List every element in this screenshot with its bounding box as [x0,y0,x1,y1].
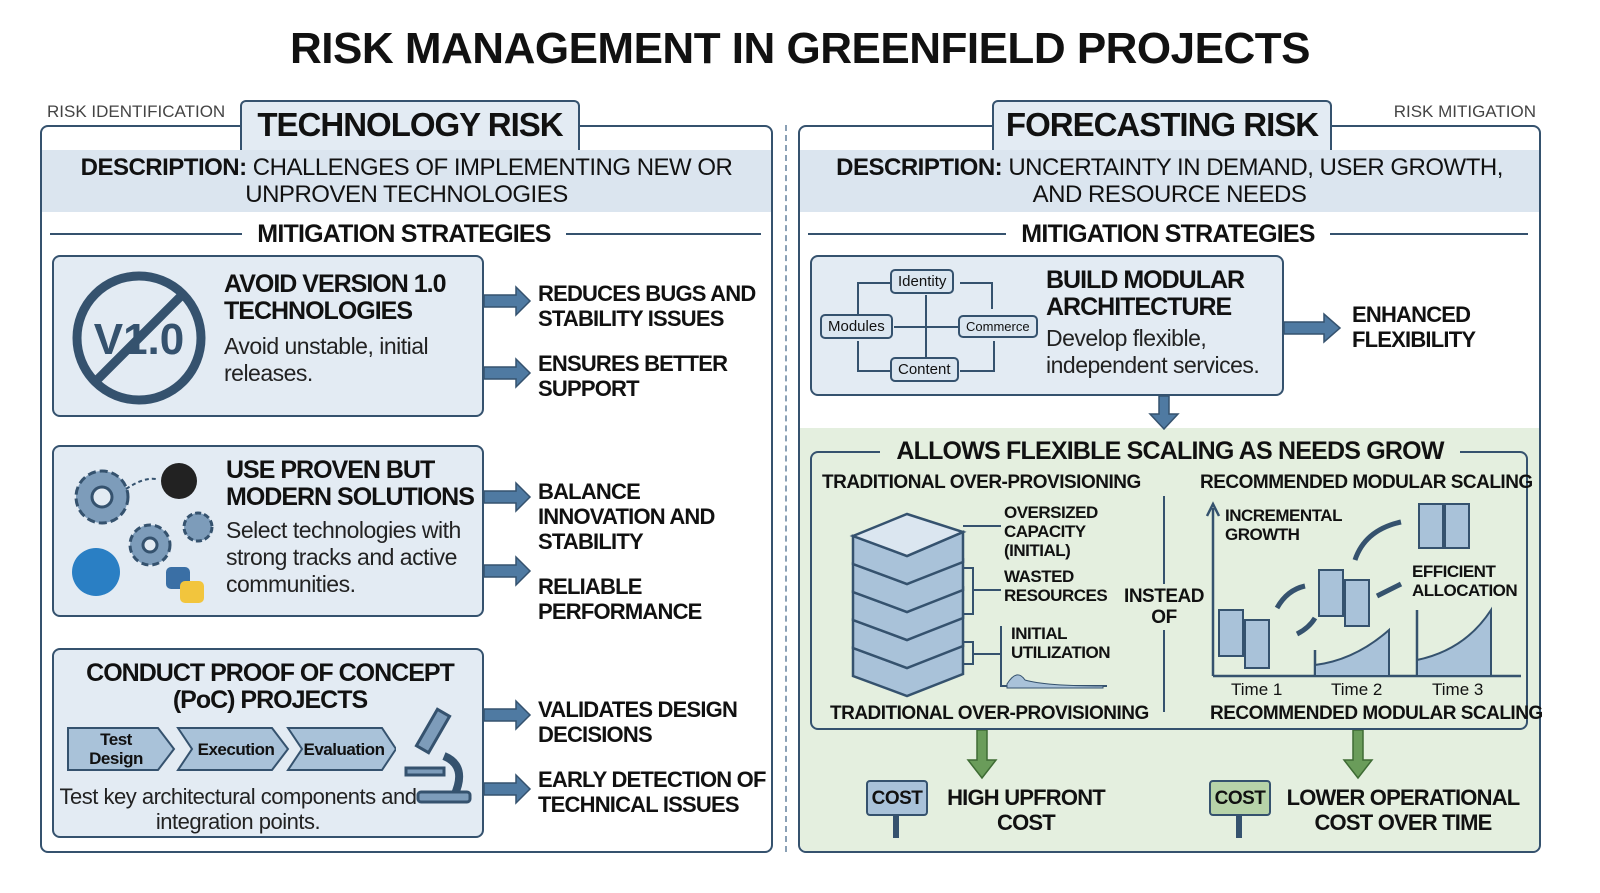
step-evaluation: Evaluation [303,740,385,759]
result-group: BALANCE INNOVATION AND STABILITY RELIABL… [538,479,770,624]
forecasting-risk-title: FORECASTING RISK [992,100,1332,150]
microscope-icon [404,707,472,804]
cost-sign-icon: COST [866,780,928,816]
scaling-heading: ALLOWS FLEXIBLE SCALING AS NEEDS GROW [880,437,1460,466]
strategy-card-proven: USE PROVEN BUT MODERN SOLUTIONS Select t… [52,445,484,617]
divider [50,233,242,235]
mitigation-heading: MITIGATION STRATEGIES [1021,220,1315,248]
left-heading: TRADITIONAL OVER-PROVISIONING [822,472,1141,493]
description-label: DESCRIPTION: [80,154,248,181]
label-utilization: INITIAL UTILIZATION [1011,624,1111,662]
card-text: BUILD MODULAR ARCHITECTURE Develop flexi… [1046,267,1282,379]
no-v1-icon: V1.0 [72,271,206,405]
card-title: BUILD MODULAR ARCHITECTURE [1046,266,1245,321]
risk-mitigation-label: RISK MITIGATION [1393,102,1536,121]
card-subtitle: Select technologies with strong tracks a… [226,517,461,597]
node-modules: Modules [820,314,893,339]
result-text: BALANCE INNOVATION AND STABILITY [538,479,715,554]
divider [808,233,1006,235]
sign-post [893,812,899,838]
label-efficient-allocation: EFFICIENT ALLOCATION [1412,562,1518,600]
card-subtitle: Avoid unstable, initial releases. [224,333,429,386]
card-title: USE PROVEN BUT MODERN SOLUTIONS [226,456,475,511]
card-title: CONDUCT PROOF OF CONCEPT (PoC) PROJECTS [86,659,455,714]
card-subtitle: Test key architectural components and in… [59,784,417,834]
modular-architecture-card: Identity Modules Commerce Content BUILD … [810,255,1284,396]
result-text: REDUCES BUGS AND STABILITY ISSUES [538,281,756,331]
card-text: AVOID VERSION 1.0 TECHNOLOGIES Avoid uns… [224,271,480,387]
label-oversized: OVERSIZED CAPACITY (INITIAL) [1004,503,1098,560]
poc-steps [67,727,396,771]
architecture-diagram [857,282,995,372]
time-label: Time 3 [1432,680,1484,699]
page-title: RISK MANAGEMENT IN GREENFIELD PROJECTS [290,24,1310,73]
time-label: Time 1 [1231,680,1283,699]
sign-post [1236,812,1242,838]
right-heading: RECOMMENDED MODULAR SCALING [1200,472,1533,493]
down-arrow-icon [1148,396,1180,430]
result-text: VALIDATES DESIGN DECISIONS [538,697,738,747]
strategy-card-avoid-v1: V1.0 AVOID VERSION 1.0 TECHNOLOGIES Avoi… [52,255,484,417]
strategy-card-poc: CONDUCT PROOF OF CONCEPT (PoC) PROJECTS … [52,648,484,838]
technology-description: DESCRIPTION: CHALLENGES OF IMPLEMENTING … [42,150,771,212]
left-footer: TRADITIONAL OVER-PROVISIONING [830,703,1149,724]
description-text: UNCERTAINTY IN DEMAND, USER GROWTH, AND … [1008,154,1503,208]
result-group: REDUCES BUGS AND STABILITY ISSUES ENSURE… [538,281,770,401]
down-arrow-icon [1342,730,1374,780]
mitigation-heading: MITIGATION STRATEGIES [257,220,551,248]
label-incremental-growth: INCREMENTAL GROWTH [1225,506,1342,544]
modular-scaling-chart [1205,501,1521,678]
gears-icon [72,463,214,603]
result-text: ENSURES BETTER SUPPORT [538,351,728,401]
server-stack-icon [849,512,1107,698]
cost-text: HIGH UPFRONT COST [947,785,1106,835]
card-text: USE PROVEN BUT MODERN SOLUTIONS Select t… [226,457,482,598]
result-text: RELIABLE PERFORMANCE [538,574,702,624]
card-title: AVOID VERSION 1.0 TECHNOLOGIES [224,270,447,325]
divider [566,233,761,235]
result-arrows [484,285,532,805]
divider [785,125,787,852]
step-test-design: Test Design [89,730,143,768]
label-wasted: WASTED RESOURCES [1004,567,1108,605]
github-icon [161,463,197,499]
result-text: ENHANCED FLEXIBILITY [1352,302,1476,352]
right-footer: RECOMMENDED MODULAR SCALING [1210,703,1543,724]
result-group: VALIDATES DESIGN DECISIONS EARLY DETECTI… [538,697,770,817]
risk-identification-label: RISK IDENTIFICATION [47,102,226,121]
result-text: EARLY DETECTION OF TECHNICAL ISSUES [538,767,766,817]
technology-risk-title: TECHNOLOGY RISK [240,100,580,150]
time-label: Time 2 [1331,680,1383,699]
description-text: CHALLENGES OF IMPLEMENTING NEW OR UNPROV… [245,154,733,208]
down-arrow-icon [966,730,998,780]
forecasting-description: DESCRIPTION: UNCERTAINTY IN DEMAND, USER… [800,150,1539,212]
description-label: DESCRIPTION: [836,154,1003,181]
instead-of-label: INSTEAD OF [1124,584,1204,630]
node-content: Content [890,357,959,382]
node-identity: Identity [890,269,955,294]
cost-text: LOWER OPERATIONAL COST OVER TIME [1286,785,1521,835]
arrow-icon [1284,312,1342,344]
step-execution: Execution [197,740,275,759]
cost-sign-icon: COST [1209,780,1271,816]
card-subtitle: Develop flexible, independent services. [1046,325,1260,378]
node-commerce: Commerce [958,315,1038,338]
divider [1330,233,1528,235]
